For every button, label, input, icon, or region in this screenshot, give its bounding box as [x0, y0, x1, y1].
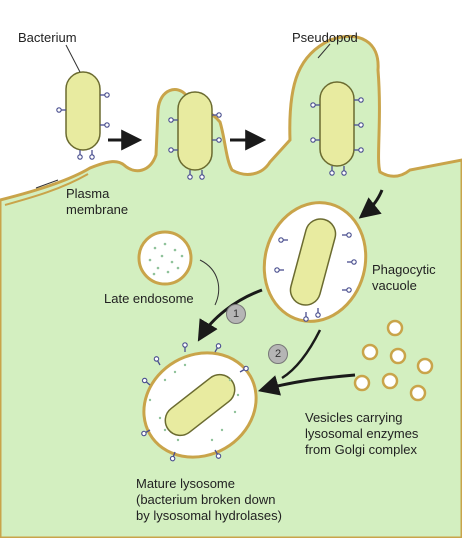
label-phagocytic: Phagocytic — [372, 262, 436, 277]
label-pseudopod: Pseudopod — [292, 30, 358, 45]
label-vesicles-2: lysosomal enzymes — [305, 426, 418, 441]
late-endosome — [139, 232, 191, 284]
label-mature-lysosome-3: by lysosomal hydrolases) — [136, 508, 282, 523]
label-bacterium: Bacterium — [18, 30, 77, 45]
bacterium-free — [57, 72, 109, 159]
step-1-badge: 1 — [226, 304, 246, 324]
bacterium-pointer — [66, 45, 80, 72]
label-vacuole: vacuole — [372, 278, 417, 293]
label-vesicles-3: from Golgi complex — [305, 442, 417, 457]
label-mature-lysosome-2: (bacterium broken down — [136, 492, 275, 507]
label-vesicles-1: Vesicles carrying — [305, 410, 403, 425]
label-plasma: Plasma — [66, 186, 109, 201]
label-late-endosome: Late endosome — [104, 291, 194, 306]
label-membrane: membrane — [66, 202, 128, 217]
step-2-badge: 2 — [268, 344, 288, 364]
label-mature-lysosome-1: Mature lysosome — [136, 476, 235, 491]
